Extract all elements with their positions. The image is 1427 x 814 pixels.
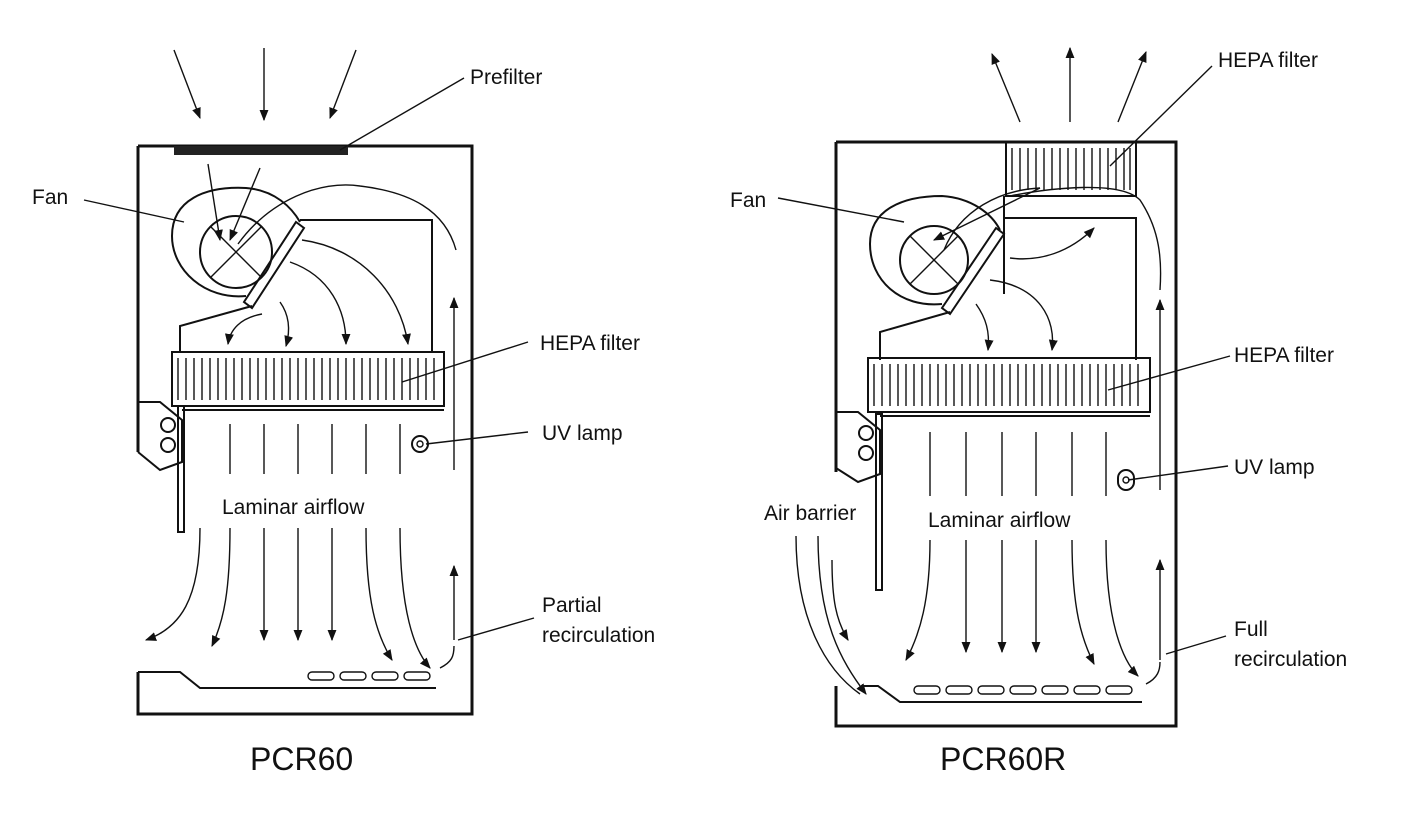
pcr60-label-hepa: HEPA filter [540,332,640,355]
pcr60r-work-surface [864,685,1142,703]
pcr60-prefilter [174,146,348,155]
pcr60-unit: Prefilter Fan HEPA filter UV lamp Lamina… [32,48,655,777]
pcr60-cabinet-outline [136,144,474,716]
pcr60-label-prefilter: Prefilter [470,66,542,89]
pcr60-hepa-pleats [177,358,435,400]
pcr60-side-step [137,401,183,472]
pcr60-grille [307,671,431,681]
pcr60-side-knob [160,437,176,453]
pcr60r-unit: HEPA filter Fan HEPA filter UV lamp Air … [730,46,1347,777]
pcr60r-uv-lamp [1117,469,1135,491]
pcr60r-grille [913,685,1133,695]
pcr60-label-uv: UV lamp [542,422,623,445]
pcr60-title: PCR60 [250,741,353,777]
pcr60-fan-icon [199,215,273,289]
pcr60r-fan-icon [899,225,969,295]
pcr60r-label-hepa: HEPA filter [1234,344,1334,367]
pcr60-work-surface [138,671,436,689]
pcr60-baffle [242,220,306,310]
pcr60-fan-housing [170,186,301,298]
pcr60r-label-laminar: Laminar airflow [928,509,1071,532]
pcr60r-baffle [940,226,1006,316]
pcr60r-sash [875,413,883,591]
pcr60-label-recirc-1: Partial [542,594,602,617]
pcr60-inflow-arrow [173,49,201,120]
pcr60r-label-air-barrier: Air barrier [764,502,856,525]
pcr60-hepa-filter [171,351,445,407]
pcr60r-label-hepa-top: HEPA filter [1218,49,1318,72]
pcr60r-title: PCR60R [940,741,1066,777]
pcr60r-hepa-top [1005,141,1137,197]
pcr60-label-laminar: Laminar airflow [222,496,365,519]
pcr60r-side-step [835,411,881,484]
pcr60-inflow-arrow [329,49,357,120]
pcr60r-label-recirc-2: recirculation [1234,648,1347,671]
pcr60r-label-recirc-1: Full [1234,618,1268,641]
pcr60-label-recirc-2: recirculation [542,624,655,647]
pcr60r-label-uv: UV lamp [1234,456,1315,479]
pcr60-uv-lamp [411,435,429,453]
pcr60r-hepa-filter [867,357,1151,413]
pcr60-sash [177,405,185,533]
pcr60-label-fan: Fan [32,186,68,209]
pcr60r-cabinet-outline [834,140,1178,728]
pcr60r-label-fan: Fan [730,189,766,212]
pcr60r-fan-housing [868,194,1001,306]
pcr60-side-knob [160,417,176,433]
